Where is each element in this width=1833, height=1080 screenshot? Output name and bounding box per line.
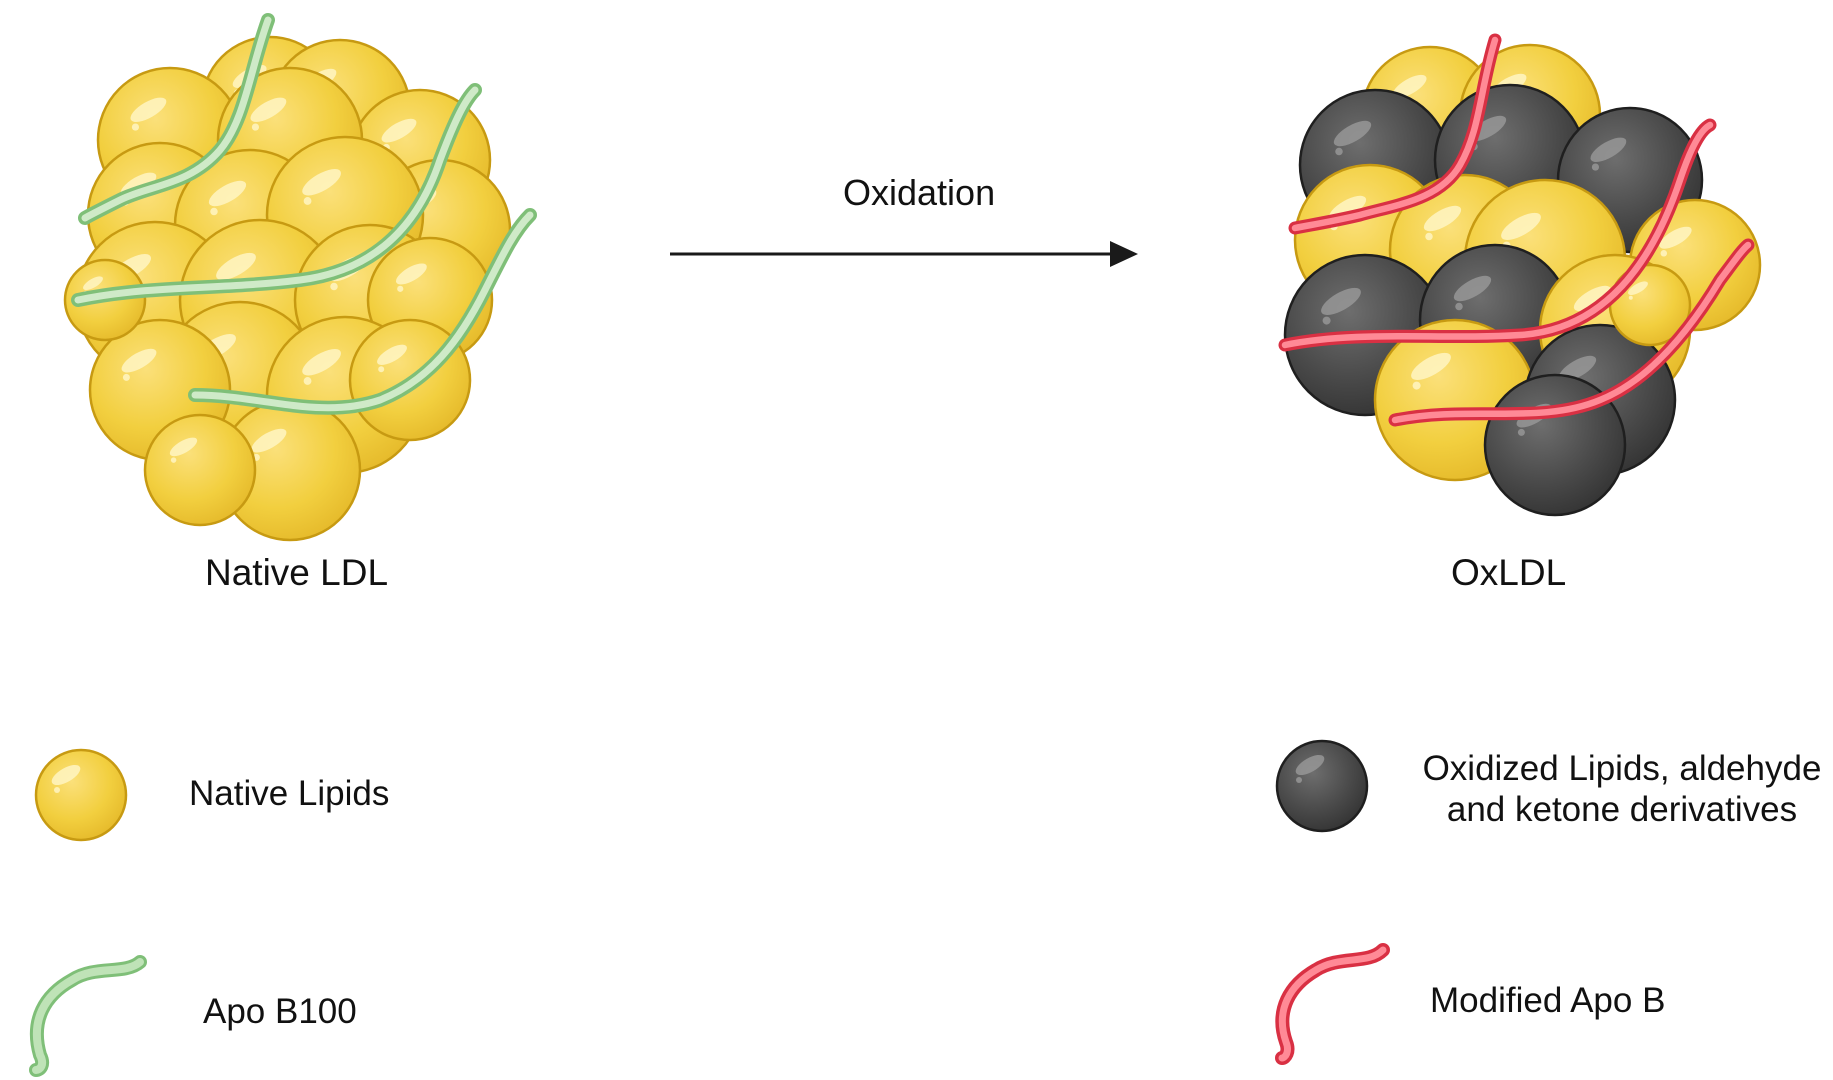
- legend-oxidized-line-2: and ketone derivatives: [1446, 790, 1798, 830]
- legend-apo-b100-label: Apo B100: [203, 992, 357, 1031]
- native-lipid-sphere: [143, 413, 257, 527]
- legend-native-lipid-icon: [34, 748, 128, 842]
- oxldl-particle: [1278, 33, 1762, 517]
- native-ldl-title: Native LDL: [205, 552, 389, 593]
- oxldl-title: OxLDL: [1451, 552, 1567, 593]
- modified-apo-b-strand: [1388, 238, 1755, 427]
- modified-apo-b-strand: [1278, 118, 1717, 352]
- oxidation-arrow-head: [1110, 241, 1138, 267]
- apo-b100-strand: [71, 83, 482, 307]
- native-ldl-particle: [63, 13, 537, 542]
- modified-apo-b-strand: [1288, 33, 1502, 235]
- apo-b100-strand: [188, 208, 537, 415]
- legend-modified-apo-b-label: Modified Apo B: [1430, 981, 1666, 1020]
- legend-oxidized-line-1: Oxidized Lipids, aldehyde: [1422, 749, 1822, 788]
- legend-apo-b100-icon: [29, 955, 147, 1077]
- oxidation-label: Oxidation: [843, 172, 996, 213]
- legend-native-lipids-label: Native Lipids: [189, 774, 390, 813]
- legend-oxidized-lipids-label: Oxidized Lipids, aldehyde and ketone der…: [1412, 748, 1832, 831]
- legend-oxidized-lipid-icon: [1275, 739, 1369, 833]
- apo-b100-strand: [78, 13, 275, 225]
- legend-modified-apo-b-icon: [1275, 943, 1390, 1065]
